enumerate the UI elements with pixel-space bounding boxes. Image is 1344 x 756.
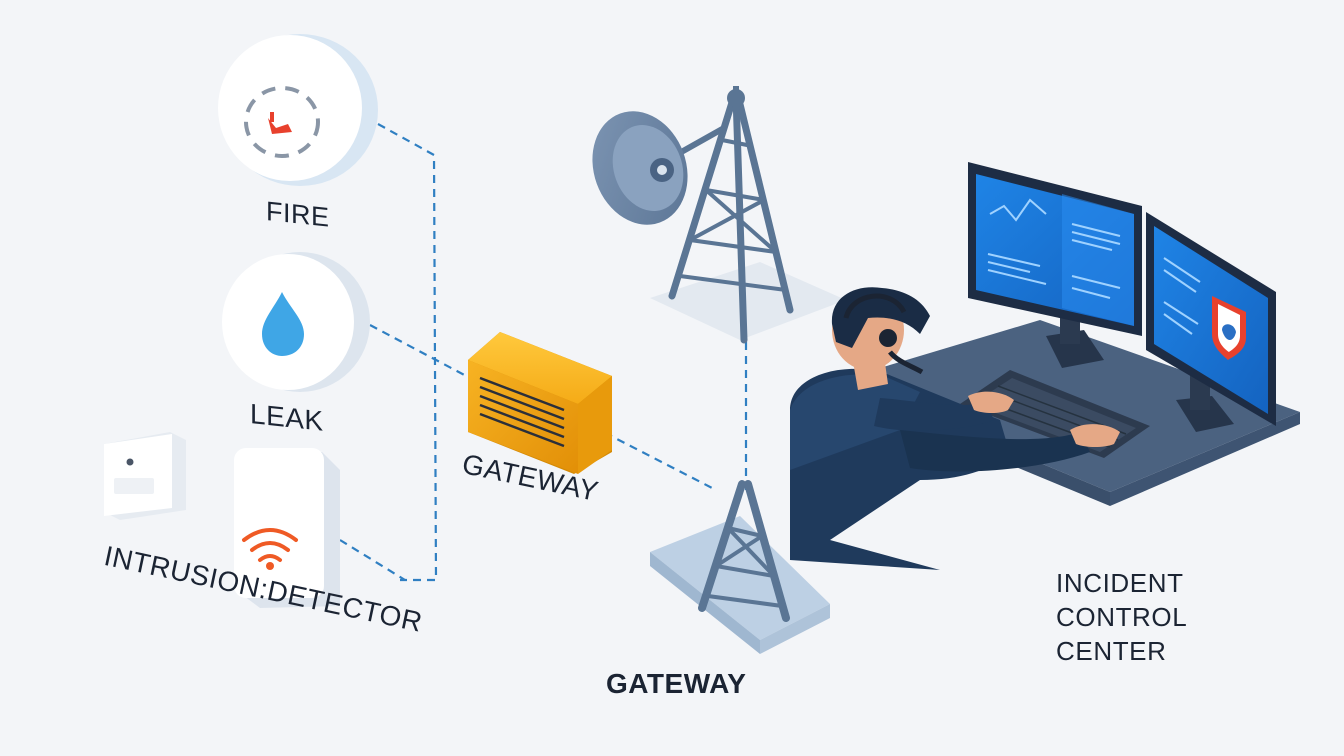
operator-hand-right <box>1070 424 1120 447</box>
label-gateway-tower: GATEWAY <box>606 668 747 699</box>
satellite-dish-icon <box>592 111 726 225</box>
satellite-tower <box>592 86 846 344</box>
water-drop-icon <box>262 292 304 356</box>
leak-sensor <box>222 252 370 392</box>
control-center <box>790 162 1300 570</box>
connector-fire <box>377 123 438 582</box>
fire-icon <box>268 112 292 134</box>
wifi-signal-icon <box>242 528 298 562</box>
monitor-left <box>968 162 1142 368</box>
radio-tower <box>650 480 830 654</box>
gateway-box <box>468 332 612 474</box>
label-incident-line-2: CONTROL <box>1056 602 1188 632</box>
headset-icon <box>843 293 924 375</box>
fire-sensor <box>218 34 378 186</box>
operator-hand-left <box>968 391 1014 413</box>
gateway-vent-lines <box>479 376 565 448</box>
shield-alert-icon <box>1212 296 1246 360</box>
connector-gateway-tower <box>579 419 717 491</box>
label-incident-control-center: INCIDENT CONTROL CENTER <box>1056 566 1187 668</box>
connector-leak <box>369 324 471 379</box>
operator-arm <box>874 398 994 431</box>
operator-icon <box>790 287 1120 570</box>
small-wall-sensor <box>104 432 186 520</box>
intrusion-sensor <box>234 448 340 608</box>
label-incident-line-1: INCIDENT <box>1056 568 1184 598</box>
connector-intrusion <box>339 539 406 581</box>
label-incident-line-3: CENTER <box>1056 636 1167 666</box>
monitor-right <box>1146 212 1276 432</box>
label-fire: FIRE <box>266 196 330 233</box>
